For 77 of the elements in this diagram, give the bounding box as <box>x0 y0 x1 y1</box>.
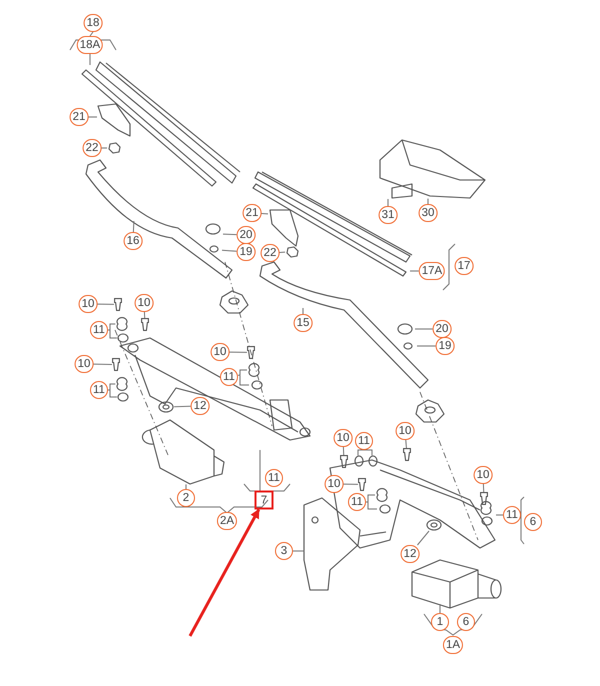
callout-number: 2 <box>177 489 195 507</box>
leader-line <box>132 220 134 232</box>
bolt-drawing <box>114 298 122 311</box>
leader-line <box>302 308 304 314</box>
callout-number: 11 <box>348 493 366 511</box>
leader-line <box>292 550 304 552</box>
callout-number: 2A <box>216 512 238 530</box>
callout-number: 30 <box>418 204 438 222</box>
callout-number: 10 <box>334 429 352 447</box>
callout-number: 31 <box>378 206 398 224</box>
leader-line <box>410 270 420 272</box>
callout-number: 18A <box>76 36 104 54</box>
callout-number: 11 <box>265 469 283 487</box>
callout-number: 12 <box>400 545 420 563</box>
callout-number: 3 <box>275 542 293 560</box>
leader-line <box>416 530 430 546</box>
leader-line <box>92 364 112 365</box>
callout-number: 12 <box>190 397 210 415</box>
leader-line <box>414 328 434 330</box>
callout-number: 17 <box>454 257 474 275</box>
leader-line <box>222 250 238 252</box>
callout-number: 11 <box>503 506 521 524</box>
callout-number: 20 <box>236 226 256 244</box>
callout-number: 10 <box>74 355 94 373</box>
bolt-drawing <box>358 478 366 491</box>
callout-number: 20 <box>432 320 452 338</box>
leader-line <box>496 514 504 516</box>
leader-line <box>366 494 378 510</box>
leader-line <box>96 304 114 305</box>
leader-line <box>144 312 146 318</box>
leader-line <box>108 324 118 338</box>
arrow <box>188 508 260 637</box>
bolt-drawing <box>340 455 348 468</box>
callout-number: 18 <box>84 14 102 32</box>
bolt-drawing <box>141 318 149 331</box>
callout-number: 15 <box>294 314 312 332</box>
callout-number: 19 <box>436 337 454 355</box>
callout-number: 6 <box>524 513 542 531</box>
leader-line <box>228 352 248 353</box>
callout-number: 19 <box>236 243 256 261</box>
callout-number: 21 <box>242 204 262 222</box>
callout-number: 11 <box>90 321 108 339</box>
leader-line <box>222 234 238 236</box>
bolt-drawing <box>247 346 255 359</box>
bolt-drawing <box>112 358 120 371</box>
leader-line <box>342 484 358 485</box>
leader-line <box>88 116 98 118</box>
callout-number: 1 <box>431 613 449 631</box>
callout-number: 16 <box>124 232 142 250</box>
leader-line <box>342 446 344 456</box>
callout-number: 11 <box>90 381 108 399</box>
callout-number: 11 <box>355 432 373 450</box>
leader-line <box>482 484 484 492</box>
callout-number: 10 <box>78 295 98 313</box>
washer-drawing <box>426 519 442 531</box>
bolt-drawing <box>480 492 488 505</box>
callout-number: 21 <box>70 108 88 126</box>
callout-number: 10 <box>134 294 154 312</box>
callout-number: 10 <box>396 422 414 440</box>
leader-line <box>238 370 250 386</box>
leader-line <box>405 440 407 448</box>
highlighted-callout-number: 7 <box>254 490 274 510</box>
leader-line <box>260 213 268 214</box>
callout-number: 22 <box>82 139 102 157</box>
callout-number: 22 <box>260 244 280 262</box>
callout-number: 1A <box>442 636 464 654</box>
callout-number: 10 <box>324 475 344 493</box>
callout-number: 10 <box>474 466 492 484</box>
leader-line <box>358 450 372 456</box>
callout-number: 6 <box>457 613 475 631</box>
callout-number: 10 <box>210 343 230 361</box>
callout-number: 17A <box>418 262 446 280</box>
bolt-drawing <box>403 448 411 461</box>
leader-line <box>174 406 192 408</box>
callout-number: 11 <box>220 368 238 386</box>
washer-drawing <box>158 401 174 413</box>
leader-line <box>108 384 118 398</box>
